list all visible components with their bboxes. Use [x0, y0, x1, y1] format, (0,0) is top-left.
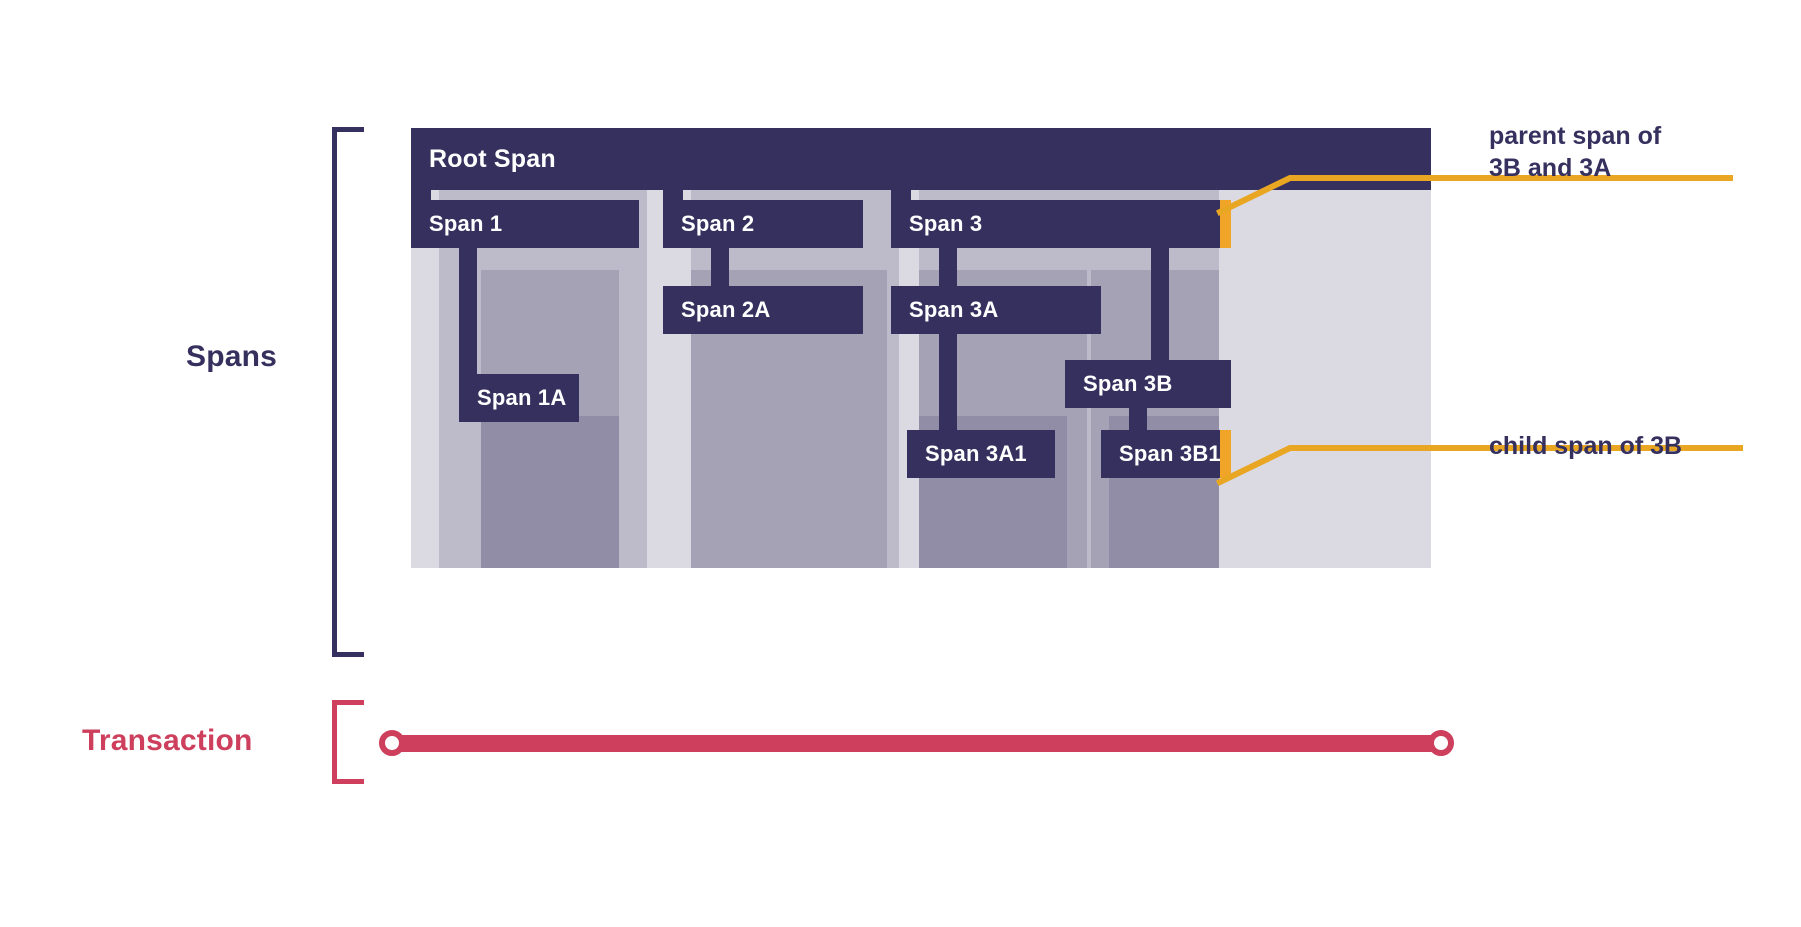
span-bar-span-2-label: Span 2 — [681, 211, 755, 236]
span-bar-span-3a1[interactable]: Span 3A1 — [907, 430, 1055, 478]
callout-child-label: child span of 3B — [1489, 432, 1683, 460]
transaction-bracket — [332, 700, 364, 784]
span-bar-span-3b[interactable]: Span 3B — [1065, 360, 1231, 408]
spans-section-label: Spans — [186, 340, 278, 373]
rail-span3a-to-span3a1 — [939, 328, 957, 460]
span-bar-span-1a-label: Span 1A — [477, 385, 567, 410]
spans-bracket — [332, 127, 364, 657]
callout-parent-leader-line — [1215, 175, 1733, 217]
callout-child-leader-line — [1215, 445, 1743, 487]
parent-span-marker-icon — [1220, 200, 1231, 248]
span-bar-span-3a-label: Span 3A — [909, 297, 999, 322]
span-bar-span-2a-label: Span 2A — [681, 297, 771, 322]
span-bar-span-1[interactable]: Span 1 — [411, 200, 639, 248]
span-bar-root[interactable]: Root Span — [411, 128, 1431, 190]
span-bar-span-1-label: Span 1 — [429, 211, 503, 236]
span-bar-span-1a[interactable]: Span 1A — [459, 374, 579, 422]
span-bar-span-2[interactable]: Span 2 — [663, 200, 863, 248]
span-bar-span-2a[interactable]: Span 2A — [663, 286, 863, 334]
span-1a-child-body — [481, 416, 619, 568]
span-bar-span-3b1-label: Span 3B1 — [1119, 441, 1221, 466]
spans-waterfall: Root Span Span 1 Span 1A Span 2 Span 2A … — [411, 128, 1431, 655]
transaction-bar[interactable] — [388, 735, 1442, 752]
rail-span3-to-span3b — [1151, 248, 1169, 396]
callout-parent-label: parent span of 3B and 3A — [1489, 122, 1662, 182]
span-bar-span-3b-label: Span 3B — [1083, 371, 1173, 396]
rail-span1-to-span1a — [459, 248, 477, 402]
span-bar-span-3a[interactable]: Span 3A — [891, 286, 1101, 334]
span-bar-span-3[interactable]: Span 3 — [891, 200, 1231, 248]
span-bar-span-3b1[interactable]: Span 3B1 — [1101, 430, 1231, 478]
span-bar-span-3a1-label: Span 3A1 — [925, 441, 1027, 466]
child-span-marker-icon — [1220, 430, 1231, 478]
span-bar-span-3-label: Span 3 — [909, 211, 983, 236]
transaction-end-dot-icon — [1428, 730, 1454, 756]
transaction-section-label: Transaction — [82, 724, 253, 757]
span-bar-root-label: Root Span — [429, 144, 556, 173]
transaction-start-dot-icon — [379, 730, 405, 756]
